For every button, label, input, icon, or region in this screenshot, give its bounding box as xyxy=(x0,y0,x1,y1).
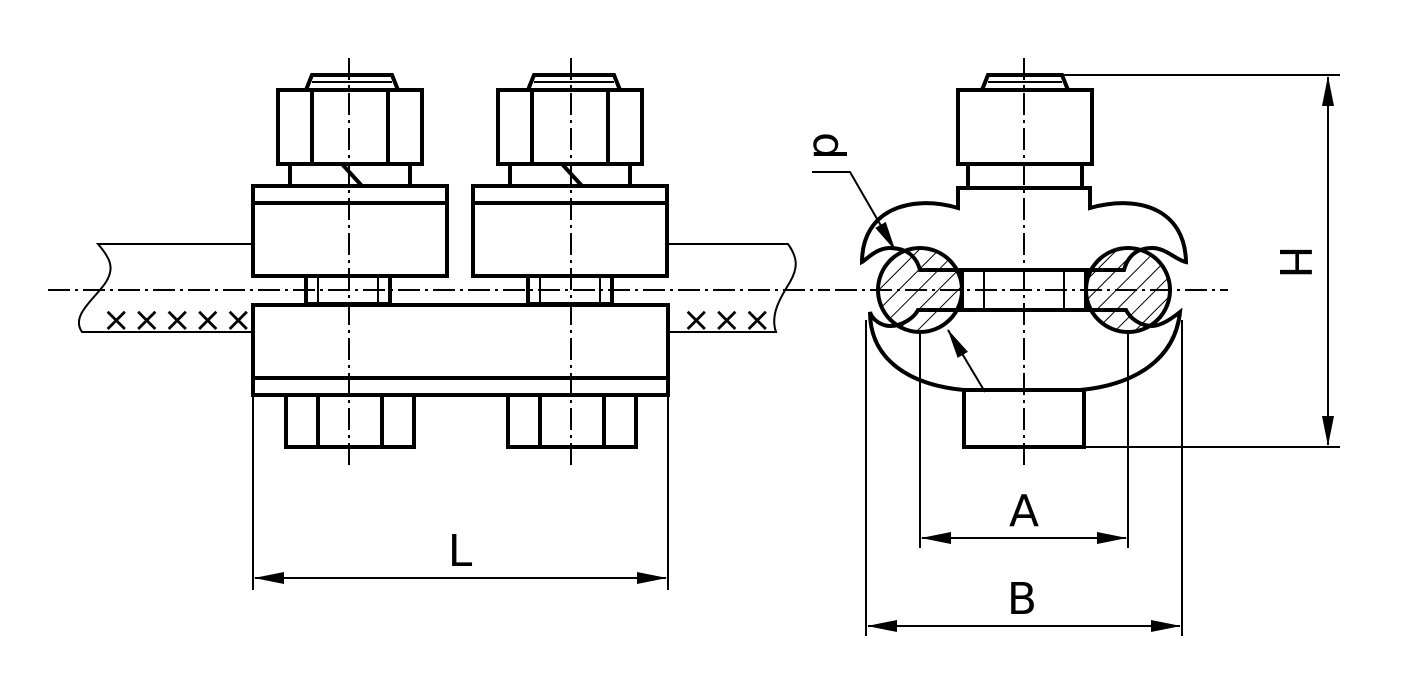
lower-clamp-body xyxy=(251,303,670,397)
dimension-l: L xyxy=(252,395,669,590)
dimension-b: B xyxy=(865,320,1183,636)
bottom-nut-right xyxy=(506,393,638,449)
label-b: B xyxy=(1007,574,1037,625)
bolt-tip-left xyxy=(303,73,401,92)
label-a: A xyxy=(1009,486,1039,537)
conductor-left: ××××× xyxy=(78,243,254,340)
dimension-d: d xyxy=(803,132,986,393)
dimension-a: A xyxy=(919,332,1129,548)
hex-nut-right xyxy=(496,88,644,188)
label-d: d xyxy=(803,132,854,160)
front-view: ××××× ××× xyxy=(48,58,830,590)
side-view: d H A B xyxy=(803,58,1340,636)
dimension-h: H xyxy=(1062,74,1340,448)
conductor-right: ××× xyxy=(668,243,797,340)
label-l: L xyxy=(448,526,473,577)
conductor-marks-right: ××× xyxy=(682,300,773,340)
bolt-tip-right xyxy=(525,73,623,92)
label-h: H xyxy=(1269,245,1320,278)
conductor-marks-left: ××××× xyxy=(102,300,254,340)
